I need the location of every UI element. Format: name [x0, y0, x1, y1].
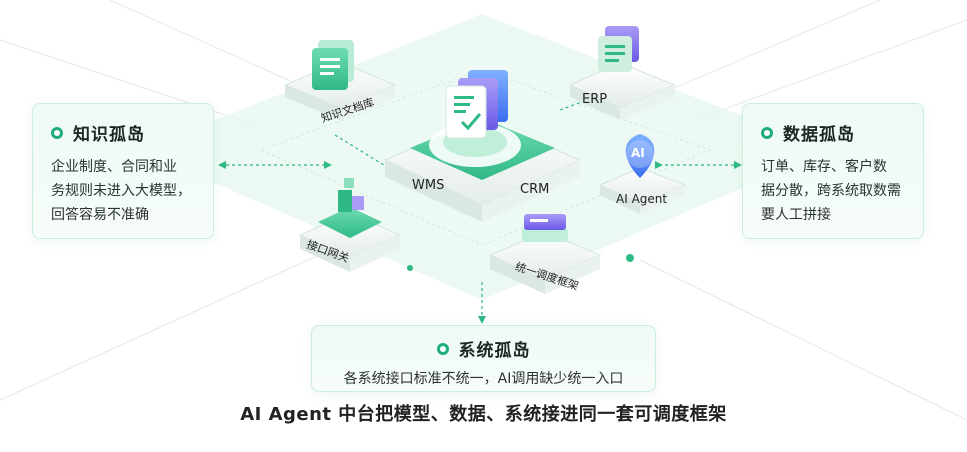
- card-title: 知识孤岛: [73, 125, 145, 145]
- system-island-card: 系统孤岛 各系统接口标准不统一，AI调用缺少统一入口: [311, 325, 656, 392]
- central-hub: [383, 70, 582, 222]
- card-body: 订单、库存、客户数 据分散，跨系统取数需 要人工拼接: [761, 159, 901, 223]
- crm-label: CRM: [520, 182, 550, 197]
- footer-caption: AI Agent 中台把模型、数据、系统接进同一套可调度框架: [240, 404, 727, 425]
- ai-badge-label: AI: [631, 146, 645, 160]
- status-dot-icon: [761, 126, 773, 139]
- card-title: 系统孤岛: [458, 341, 531, 361]
- dashed-connectors: [220, 94, 740, 322]
- arrow-heads: [218, 161, 742, 324]
- knowledge-base-node: [283, 40, 397, 120]
- card-title: 数据孤岛: [783, 125, 855, 145]
- status-dot-icon: [436, 342, 449, 355]
- status-dot-icon: [51, 126, 63, 139]
- ai-agent-label: AI Agent: [616, 192, 668, 206]
- knowledge-island-card: 知识孤岛 企业制度、合同和业 务规则未进入大模型， 回答容易不准确: [32, 103, 214, 239]
- card-body: 各系统接口标准不统一，AI调用缺少统一入口: [343, 371, 624, 387]
- gateway-node: [298, 178, 402, 272]
- wms-label: WMS: [412, 178, 445, 193]
- framework-node: [488, 214, 602, 294]
- erp-label: ERP: [582, 92, 608, 107]
- data-island-card: 数据孤岛 订单、库存、客户数 据分散，跨系统取数需 要人工拼接: [742, 103, 924, 239]
- card-body: 企业制度、合同和业 务规则未进入大模型， 回答容易不准确: [51, 159, 191, 223]
- ai-agent-node: [598, 134, 687, 214]
- erp-node: [568, 26, 677, 120]
